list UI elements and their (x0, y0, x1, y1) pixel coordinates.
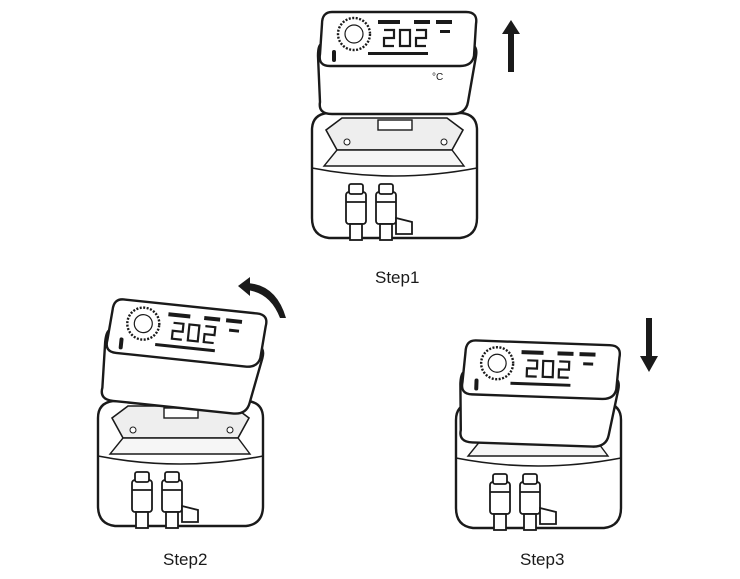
step1-lid (316, 10, 478, 116)
step2-label: Step2 (163, 550, 208, 569)
step3-label: Step3 (520, 550, 565, 569)
step2-group (96, 277, 286, 530)
step1-label: Step1 (375, 268, 420, 287)
step3-lid (457, 338, 622, 449)
step1-base (310, 111, 479, 242)
arrow-down-icon (640, 318, 658, 372)
step1-group (310, 10, 520, 242)
arrow-rotate-clockwise-icon (238, 277, 286, 318)
display-unit: °C (432, 72, 443, 83)
step2-base (96, 399, 265, 530)
step3-group (454, 318, 658, 532)
arrow-up-icon (502, 20, 520, 72)
step2-lid (97, 296, 269, 418)
